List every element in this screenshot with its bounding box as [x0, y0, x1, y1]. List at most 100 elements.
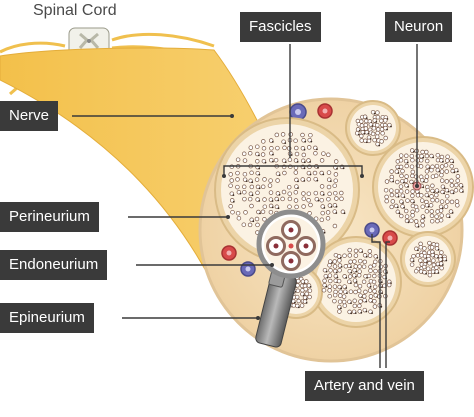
axon-fleck	[427, 195, 430, 198]
axon-dot	[357, 264, 362, 269]
axon-dot	[241, 222, 247, 227]
axon-dot	[366, 273, 372, 279]
axon-fleck	[278, 174, 281, 177]
axon-dot	[359, 133, 364, 139]
artery-vein-leader	[371, 234, 381, 368]
axon-dot	[404, 163, 409, 169]
axon-fleck	[451, 212, 454, 214]
axon-dot	[306, 145, 312, 150]
axon-fleck	[412, 260, 415, 263]
axon-fleck	[297, 187, 299, 189]
axon-dot	[435, 218, 440, 224]
axon-dot	[434, 192, 439, 198]
axon-dot	[415, 253, 421, 258]
axon-fleck	[369, 285, 372, 288]
axon-fleck	[316, 179, 319, 182]
axon-fleck	[380, 305, 383, 308]
axon-dot	[439, 265, 444, 271]
axon-fleck	[422, 186, 425, 189]
axon-dot	[319, 158, 325, 163]
axon-dot	[242, 189, 247, 195]
axon-dot	[275, 178, 280, 183]
axon-fleck	[357, 133, 360, 136]
label-epineurium: Epineurium	[0, 303, 94, 333]
axon-fleck	[284, 161, 287, 164]
axon-fleck	[413, 201, 415, 204]
axon-fleck	[298, 306, 300, 309]
axon-fleck	[350, 312, 353, 315]
axon-fleck	[407, 221, 410, 224]
axon-dot	[383, 118, 388, 123]
axon-dot	[281, 189, 287, 195]
axon-dot	[313, 190, 319, 196]
axon-dot	[243, 210, 248, 215]
axon-dot	[235, 170, 240, 176]
axon-dot	[431, 258, 436, 263]
axon-fleck	[290, 154, 293, 156]
axon-fleck	[330, 206, 333, 208]
axon-dot	[424, 209, 430, 214]
axon-dot	[427, 240, 432, 246]
axon-fleck	[402, 202, 404, 204]
axon-fleck	[442, 160, 444, 163]
axon-dot	[405, 198, 410, 203]
axon-fleck	[407, 185, 409, 188]
axon-fleck	[252, 220, 255, 223]
axon-fleck	[251, 194, 254, 197]
axon-dot	[301, 204, 306, 209]
axon-dot	[328, 278, 333, 284]
axon-fleck	[441, 264, 444, 266]
axon-fleck	[278, 193, 281, 196]
axon-fleck	[309, 161, 311, 163]
axon-dot	[410, 157, 415, 163]
axon-dot	[341, 299, 347, 305]
axon-dot	[268, 178, 273, 183]
axon-fleck	[365, 255, 368, 258]
axon-dot	[262, 204, 268, 209]
axon-dot	[363, 289, 368, 295]
axon-dot	[424, 169, 430, 174]
axon-dot	[404, 174, 409, 179]
axon-dot	[414, 207, 420, 213]
axon-dot	[262, 177, 267, 182]
axon-dot	[322, 278, 327, 284]
axon-fleck	[335, 212, 338, 214]
axon-dot	[333, 159, 339, 164]
axon-fleck	[452, 192, 455, 195]
axon-dot	[268, 190, 274, 195]
axon-dot	[358, 299, 363, 304]
axon-dot	[332, 298, 337, 304]
axon-fleck	[335, 271, 338, 274]
axon-dot	[404, 214, 410, 219]
axon-dot	[357, 269, 362, 274]
axon-dot	[248, 145, 254, 150]
axon-fleck	[396, 206, 399, 209]
axon-dot	[235, 177, 240, 182]
axon-dot	[427, 272, 433, 278]
axon-dot	[260, 152, 266, 157]
axon-dot	[267, 183, 273, 188]
axon-fleck	[445, 259, 448, 262]
axon-dot	[368, 294, 374, 299]
axon-dot	[333, 178, 338, 183]
axon-dot	[327, 284, 332, 289]
axon-dot	[429, 209, 434, 214]
axon-dot	[312, 170, 318, 176]
axon-dot	[404, 153, 409, 159]
axon-dot	[357, 303, 362, 309]
axon-dot	[293, 138, 298, 143]
axon-dot	[445, 158, 450, 163]
axon-dot	[379, 139, 384, 144]
axon-dot	[338, 289, 343, 294]
axon-dot	[348, 289, 354, 294]
axon-dot	[389, 169, 394, 174]
label-fascicles: Fascicles	[240, 12, 321, 42]
axon-dot	[371, 279, 377, 285]
axon-dot	[430, 197, 435, 203]
axon-fleck	[427, 205, 430, 208]
axon-dot	[261, 146, 267, 151]
axon-fleck	[340, 266, 343, 268]
axon-dot	[294, 145, 299, 151]
axon-dot	[362, 259, 368, 265]
axon-dot	[367, 253, 373, 258]
